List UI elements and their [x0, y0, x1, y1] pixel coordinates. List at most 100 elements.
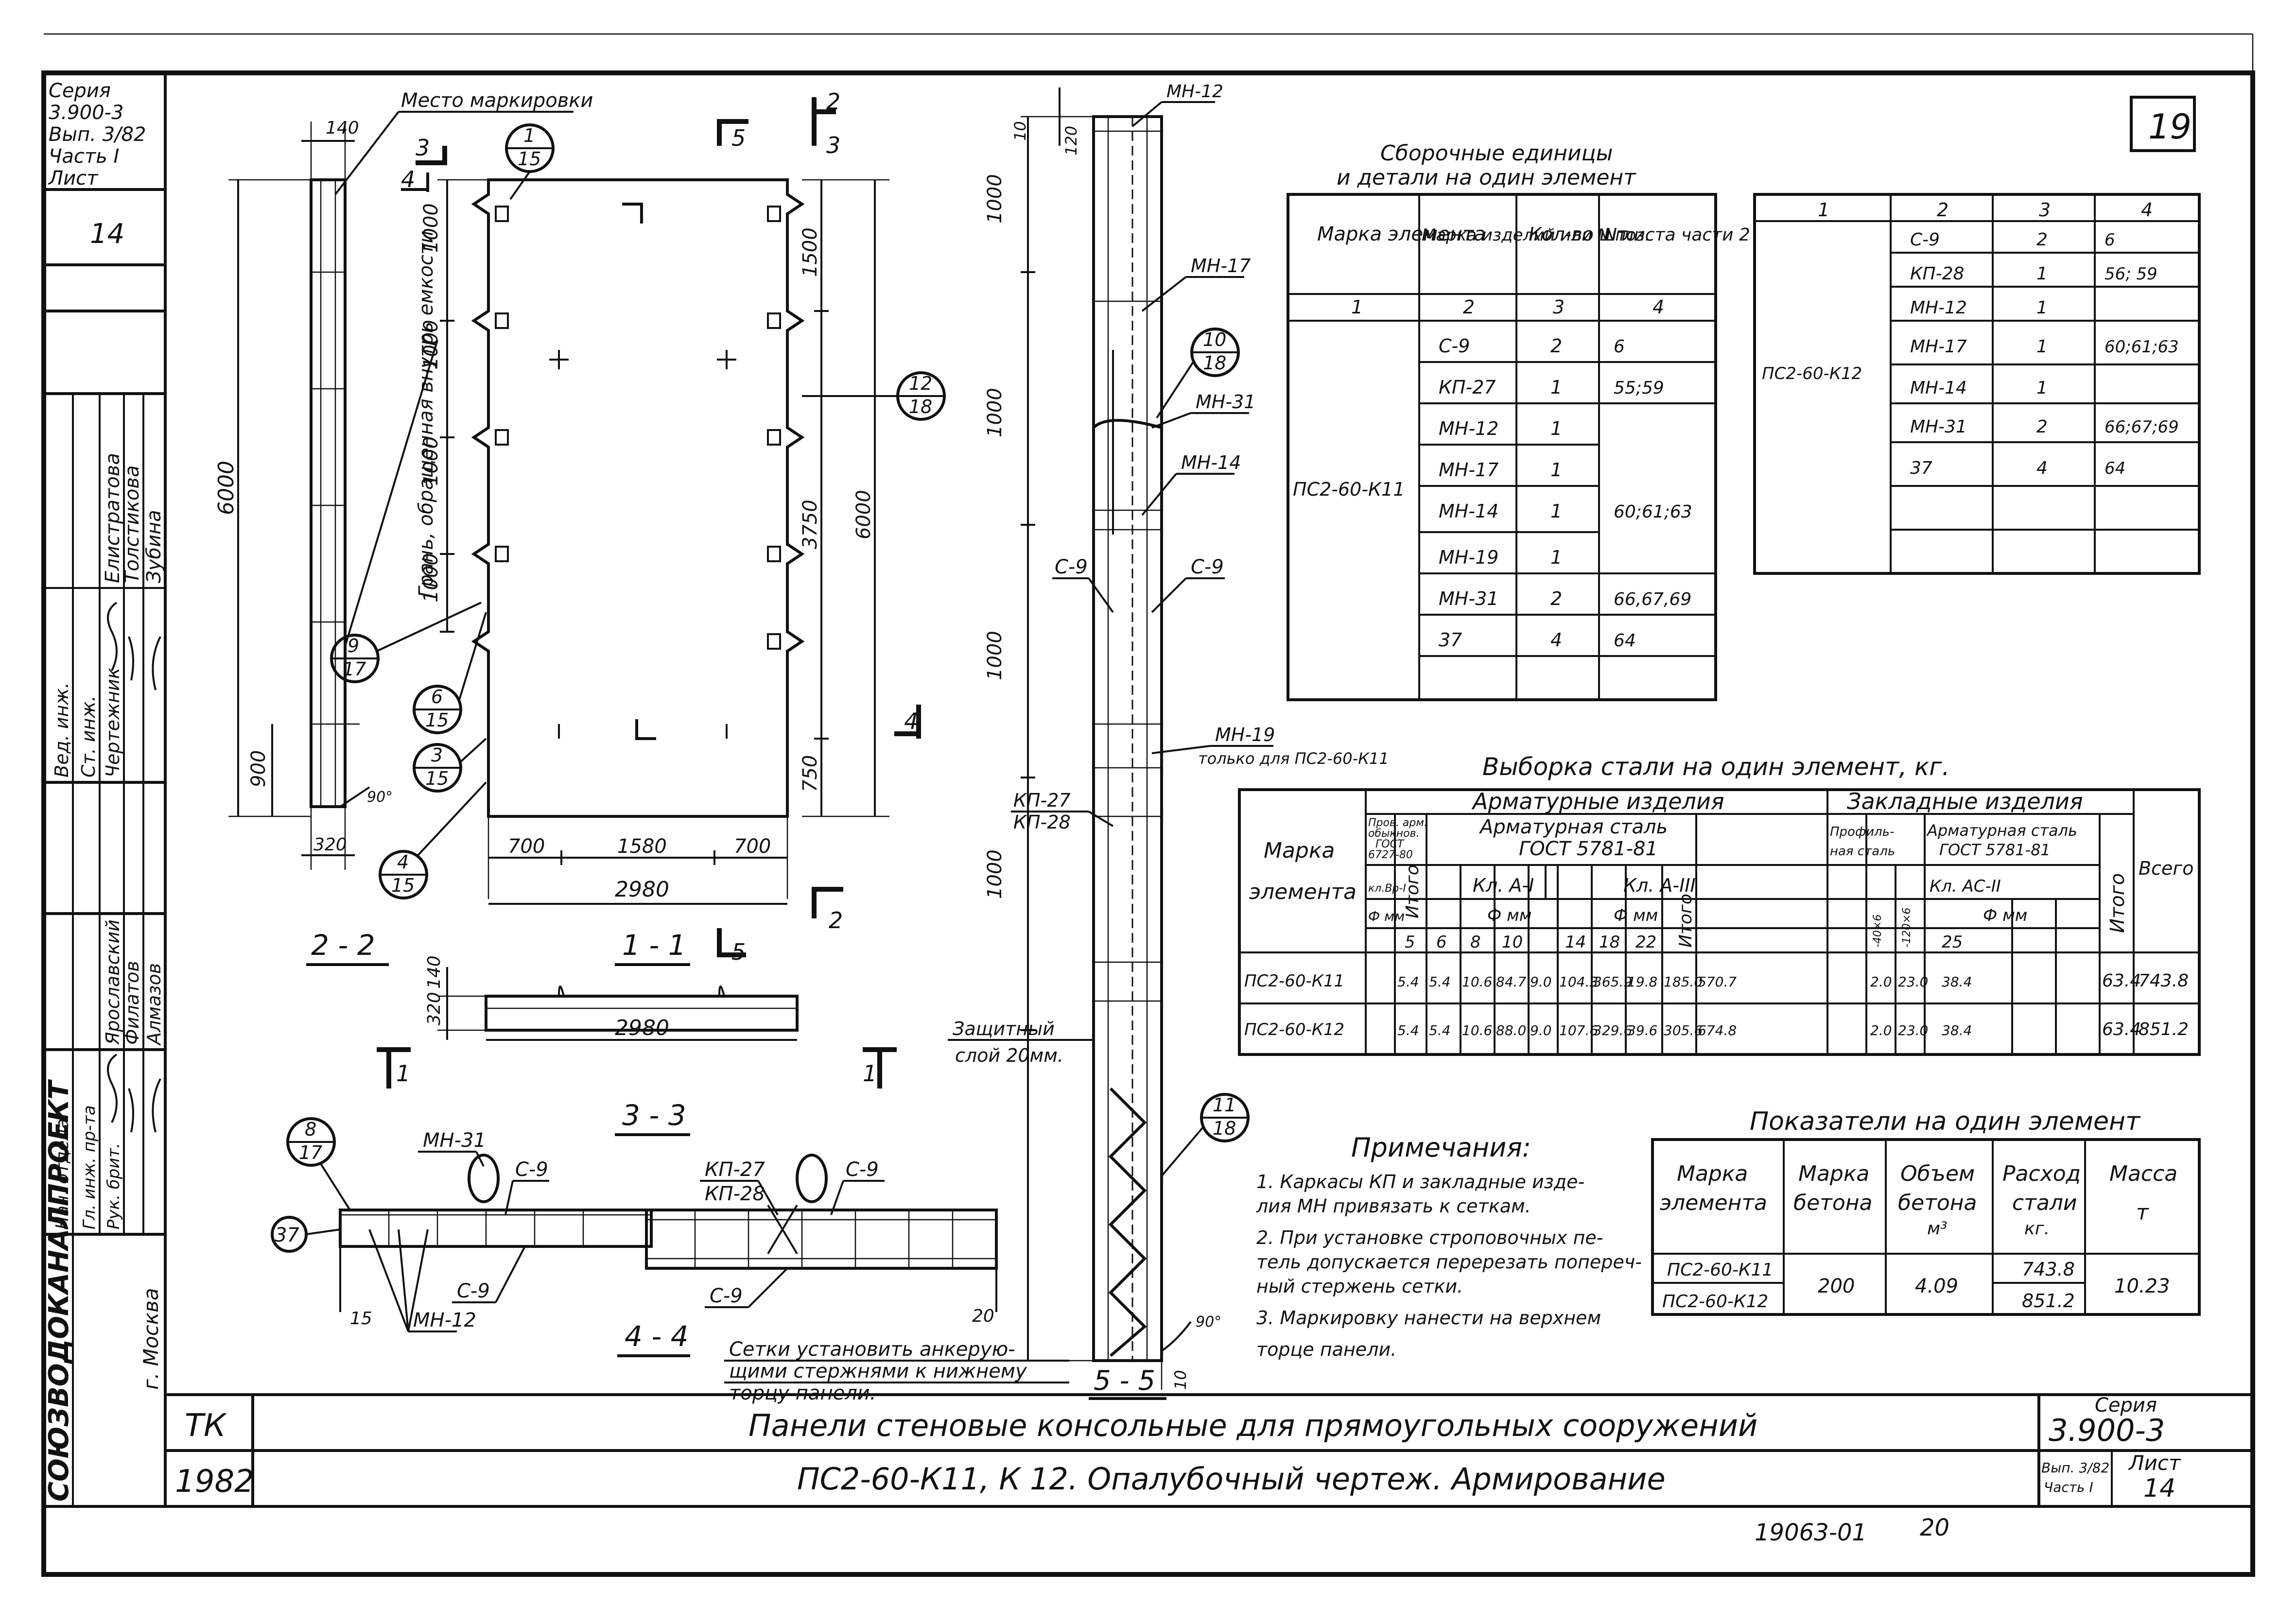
- sheet-number-box: 19: [2130, 96, 2196, 152]
- dim-left-3: 1000: [420, 436, 442, 486]
- label-5-mn14: МН-14: [1181, 452, 1241, 473]
- callout-1-15: 1 15: [505, 123, 555, 200]
- steel-cell: 185.0: [1664, 974, 1703, 990]
- units-row-sheet: 64: [1614, 631, 1636, 651]
- callout-12-18: 12 18: [802, 371, 946, 421]
- section-2-2-title: 2 - 2: [311, 929, 375, 962]
- units-row-mark: С-9: [1439, 335, 1470, 357]
- svg-text:кг.: кг.: [2024, 1219, 2050, 1239]
- svg-text:743.8: 743.8: [2022, 1259, 2075, 1280]
- units2-row-mark: МН-31: [1910, 417, 1967, 437]
- label-s9-c: С-9: [846, 1158, 879, 1181]
- bottom-page: 20: [1920, 1514, 1949, 1541]
- tb-series-label: Серия: [2095, 1394, 2157, 1417]
- dim-6000: 6000: [214, 461, 239, 515]
- units-element: ПС2-60-К11: [1293, 479, 1405, 500]
- svg-text:Итого: Итого: [1403, 864, 1423, 918]
- indicators-table: Показатели на один элемент Марка элемент…: [1651, 1107, 2201, 1316]
- svg-text:3: 3: [1553, 296, 1565, 318]
- steel-cell: 5.4: [1397, 974, 1419, 990]
- units2-row-mark: 37: [1910, 458, 1932, 478]
- units-row-sheet: 6: [1614, 337, 1625, 357]
- svg-text:тель допускается перерезать по: тель допускается перерезать попереч-: [1256, 1251, 1642, 1273]
- label-5-mn19: МН-19: [1215, 724, 1275, 745]
- dim-20: 20: [972, 1306, 994, 1326]
- steel-cell: 9.0: [1530, 974, 1552, 990]
- svg-text:8: 8: [305, 1119, 316, 1140]
- svg-text:бетона: бетона: [1793, 1191, 1873, 1215]
- section-3-3: 140 320 2980 1 1 3 - 3: [377, 955, 897, 1136]
- svg-text:Ф мм: Ф мм: [1368, 908, 1405, 924]
- steel-cell: 743.8: [2139, 971, 2189, 991]
- series-label: Серия: [49, 80, 111, 102]
- steel-cell: 2.0: [1870, 974, 1892, 990]
- units2-row-mark: МН-12: [1910, 298, 1967, 318]
- steel-cell: 63.4: [2102, 1019, 2141, 1039]
- svg-text:9: 9: [348, 635, 359, 657]
- steel-table: Выборка стали на один элемент, кг. Армат…: [1238, 753, 2201, 1056]
- units-row-qty: 1: [1550, 501, 1562, 522]
- callouts: 1 15 12 18 10 18 9 17 6: [286, 123, 1250, 1211]
- svg-text:2. При установке строповочных: 2. При установке строповочных пе-: [1256, 1227, 1603, 1248]
- callout-37: 37: [275, 1224, 299, 1246]
- svg-text:17: 17: [343, 658, 366, 680]
- svg-text:Арматурная сталь: Арматурная сталь: [1478, 816, 1668, 838]
- name-4: Ярославский: [102, 919, 123, 1045]
- year: 1982: [175, 1464, 254, 1500]
- svg-text:Часть I: Часть I: [2044, 1479, 2093, 1495]
- svg-text:200: 200: [1818, 1275, 1855, 1297]
- svg-text:Расход: Расход: [2002, 1161, 2081, 1186]
- dim-left-4: 1000: [420, 553, 442, 603]
- units-row-sheet: 66,67,69: [1614, 589, 1691, 609]
- svg-text:т: т: [2136, 1200, 2149, 1225]
- svg-text:15: 15: [425, 709, 449, 731]
- steel-h-zakl: Закладные изделия: [1847, 788, 2083, 814]
- section-mark-3b: 3: [826, 132, 840, 158]
- steel-cell: 10.6: [1462, 974, 1492, 990]
- units-row-sheet: 60;61;63: [1614, 502, 1692, 522]
- units2-row-qty: 2: [2036, 417, 2048, 437]
- role-vedinzh: Вед. инж.: [51, 682, 72, 778]
- dim-right-3750: 3750: [799, 500, 821, 549]
- svg-text:1: 1: [1818, 199, 1829, 221]
- label-s9-d: С-9: [710, 1285, 743, 1307]
- label-5-mn17: МН-17: [1191, 255, 1251, 276]
- section-1-1: 1000 1000 1000 1000 1500 3750 750 6000 7…: [401, 88, 921, 966]
- name-5: Филатов: [122, 961, 143, 1045]
- section-mark-5: 5: [731, 125, 746, 151]
- title-block: ТК 1982 Панели стеновые консольные для п…: [164, 1393, 2254, 1508]
- units-row-mark: 37: [1439, 629, 1462, 651]
- section-mark-2b: 2: [829, 907, 843, 933]
- role-glinzh: Гл. инж. пр-та: [80, 1105, 99, 1229]
- units-row-mark: МН-14: [1439, 501, 1498, 522]
- steel-h-mark-2: элемента: [1249, 880, 1357, 904]
- dim-left-1: 1000: [420, 203, 442, 253]
- units-h1: Марка элемента: [1317, 223, 1486, 245]
- label-5-mn12: МН-12: [1166, 82, 1223, 102]
- svg-text:обыкнов.: обыкнов.: [1368, 828, 1420, 840]
- units2-row-qty: 1: [2036, 264, 2048, 284]
- dim-2980-top: 2980: [615, 1016, 669, 1040]
- svg-text:ный стержень сетки.: ный стержень сетки.: [1256, 1276, 1463, 1297]
- units-title-1: Сборочные единицы: [1380, 141, 1613, 166]
- callout-6-15: 6 15: [413, 612, 487, 734]
- steel-cell: 38.4: [1942, 974, 1972, 990]
- steel-cell: 5.4: [1429, 1022, 1451, 1038]
- steel-cell: 365.9: [1593, 974, 1632, 990]
- section-mark-3: 3: [416, 135, 430, 161]
- section-1-1-title: 1 - 1: [622, 929, 686, 962]
- notes-title: Примечания:: [1351, 1132, 1531, 1163]
- svg-text:Ф мм: Ф мм: [1487, 906, 1531, 925]
- svg-text:25: 25: [1942, 933, 1963, 952]
- mark-place-label: Место маркировки: [401, 89, 593, 112]
- dim-320: 320: [313, 835, 347, 855]
- label-kp27: КП-27: [705, 1158, 765, 1181]
- svg-text:10.23: 10.23: [2114, 1275, 2170, 1297]
- svg-text:2: 2: [1463, 296, 1475, 318]
- steel-row-mark: ПС2-60-К11: [1244, 971, 1344, 991]
- svg-text:15: 15: [425, 768, 449, 789]
- callout-9-17: 9 17: [330, 602, 482, 683]
- units-row-mark: МН-17: [1439, 459, 1498, 481]
- svg-text:11: 11: [1213, 1094, 1236, 1116]
- label-mn12: МН-12: [413, 1309, 476, 1331]
